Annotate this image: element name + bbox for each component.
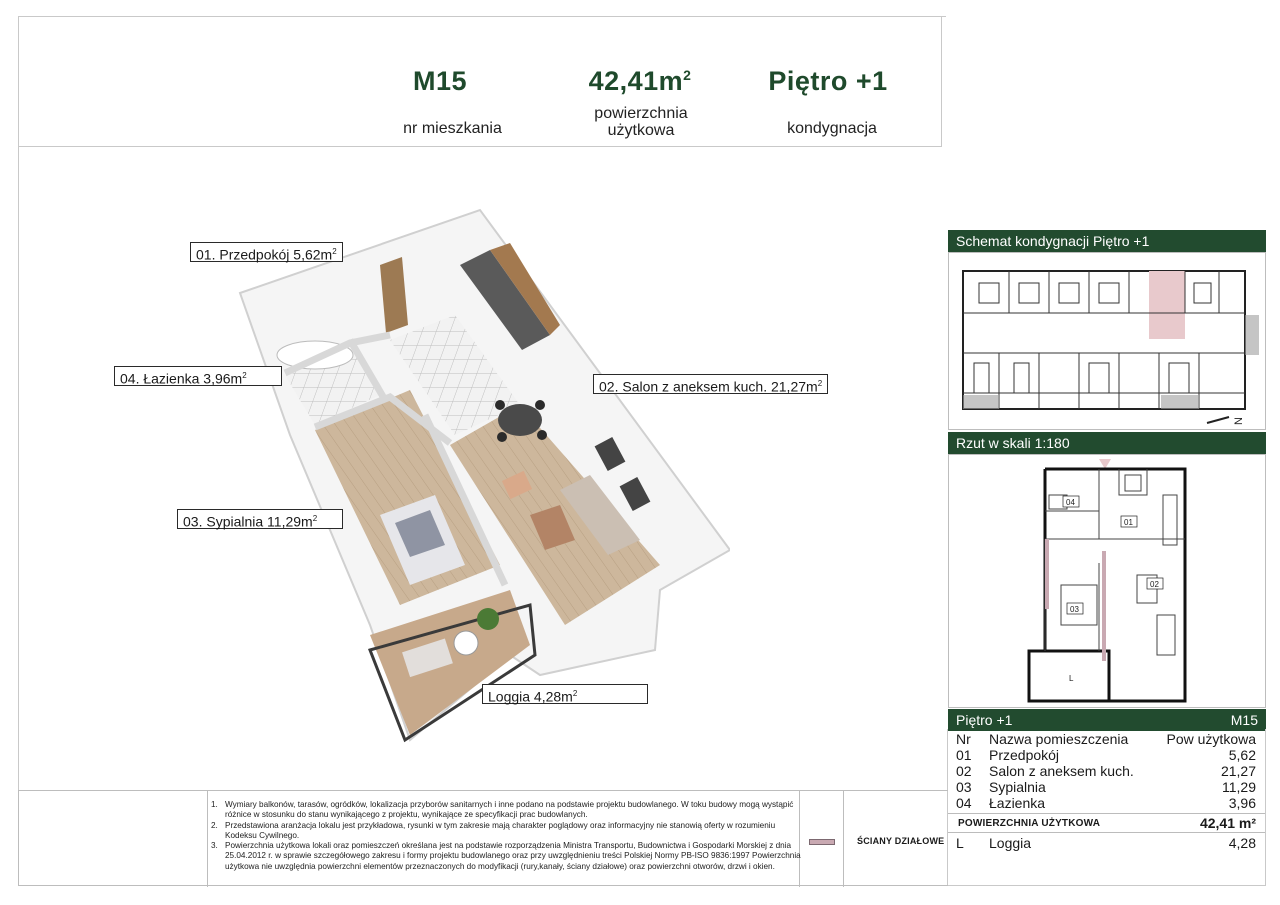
table-row: 02 Salon z aneksem kuch. 21,27	[948, 763, 1266, 779]
note-text: Wymiary balkonów, tarasów, ogródków, lok…	[225, 800, 794, 820]
partition-walls-swatch	[809, 839, 835, 845]
room-table: Nr Nazwa pomieszczenia Pow użytkowa 01 P…	[948, 731, 1266, 851]
floor-value: Piętro +1	[768, 66, 888, 96]
plan-tag-03: 03	[1070, 605, 1079, 614]
table-right-line	[1265, 729, 1266, 886]
compass-letter: N	[1233, 417, 1245, 425]
content-left-line	[18, 146, 19, 790]
sofa	[560, 475, 640, 555]
label-przedpokoj: 01. Przedpokój 5,62m2	[190, 242, 343, 263]
row-nr: L	[956, 835, 964, 851]
kitchen-cabinets	[490, 243, 560, 335]
unit-number: M15	[412, 66, 468, 96]
row-name: Sypialnia	[989, 779, 1046, 795]
note-item: 2. Przedstawiona aranżacja lokalu jest pr…	[211, 821, 801, 842]
note-text: Powierzchnia użytkowa lokali oraz pomies…	[225, 841, 801, 871]
note-number: 3.	[211, 841, 218, 851]
area-label: powierzchnia użytkowa	[580, 105, 702, 139]
partition-walls-label: ŚCIANY DZIAŁOWE	[857, 836, 945, 846]
table-left-line	[947, 729, 948, 886]
row-name: Salon z aneksem kuch.	[989, 763, 1134, 779]
floor-block: Piętro +1	[762, 66, 894, 97]
room-table-header: Nr Nazwa pomieszczenia Pow użytkowa	[948, 731, 1266, 747]
col-area: Pow użytkowa	[1166, 731, 1256, 747]
kitchen-counter	[460, 250, 550, 350]
notes-list: 1. Wymiary balkonów, tarasów, ogródków, l…	[211, 800, 801, 872]
unit-number-label: nr mieszkania	[403, 120, 502, 137]
area-label-line2: użytkowa	[607, 122, 675, 139]
note-item: 3. Powierzchnia użytkowa lokali oraz pomi…	[211, 841, 801, 872]
loggia-lounger	[402, 638, 453, 678]
label-sypialnia: 03. Sypialnia 11,29m2	[177, 509, 343, 530]
footer-divider	[843, 791, 844, 887]
note-number: 1.	[211, 800, 218, 809]
floor-schema-box: N	[948, 252, 1266, 430]
unit-plan-drawing: 04 01 02 03 L	[1027, 459, 1187, 703]
header-top-line	[18, 16, 946, 17]
row-name: Łazienka	[989, 795, 1046, 811]
plan-tag-02: 02	[1150, 580, 1159, 589]
footer-notes-box: 1. Wymiary balkonów, tarasów, ogródków, l…	[18, 790, 948, 887]
unit-plan-box: 04 01 02 03 L	[948, 454, 1266, 708]
row-area: 3,96	[1228, 795, 1256, 811]
hall-wardrobe	[380, 257, 408, 333]
label-lazienka: 04. Łazienka 3,96m2	[114, 366, 282, 387]
schema-title-bar: Schemat kondygnacji Piętro +1	[948, 230, 1266, 252]
area-block: 42,41m2	[580, 66, 700, 97]
row-nr: 03	[956, 779, 972, 795]
row-name: Loggia	[989, 835, 1032, 851]
note-text: Przedstawiona aranżacja lokalu jest przy…	[225, 820, 776, 840]
plan-tag-l: L	[1069, 674, 1074, 683]
table-floor-label: Piętro +1	[956, 712, 1013, 728]
area-value: 42,41m2	[588, 66, 692, 96]
dining-table	[498, 404, 542, 436]
floor-label: kondygnacja	[787, 120, 877, 137]
floor-schema-drawing: N	[962, 270, 1259, 425]
table-title-bar: Piętro +1 M15	[948, 709, 1266, 731]
row-area: 5,62	[1228, 747, 1256, 763]
hall-floor	[390, 315, 520, 435]
table-row-loggia: L Loggia 4,28	[948, 835, 1266, 851]
unit-number-block: M15	[380, 66, 500, 97]
table-row: 04 Łazienka 3,96	[948, 795, 1266, 811]
footer-divider	[799, 791, 800, 887]
table-row: 03 Sypialnia 11,29	[948, 779, 1266, 795]
header-left-line	[18, 16, 19, 146]
row-name: Przedpokój	[989, 747, 1060, 763]
header-right-line	[941, 16, 942, 146]
scale-title-bar: Rzut w skali 1:180	[948, 432, 1266, 454]
label-salon: 02. Salon z aneksem kuch. 21,27m2	[593, 374, 829, 395]
total-area-value: 42,41 m²	[1199, 815, 1256, 831]
note-item: 1. Wymiary balkonów, tarasów, ogródków, l…	[211, 800, 801, 821]
loggia-plant	[477, 608, 499, 630]
table-row: 01 Przedpokój 5,62	[948, 747, 1266, 763]
total-area-label: POWIERZCHNIA UŻYTKOWA	[958, 817, 1101, 829]
row-nr: 04	[956, 795, 972, 811]
row-area: 4,28	[1228, 835, 1256, 851]
table-unit-label: M15	[1230, 712, 1258, 728]
label-loggia: Loggia 4,28m2	[482, 684, 648, 705]
loggia-railing	[368, 603, 537, 743]
plan-tag-04: 04	[1066, 498, 1075, 507]
area-label-line1: powierzchnia	[594, 105, 688, 122]
footer-divider	[207, 791, 208, 887]
note-number: 2.	[211, 820, 218, 830]
col-name: Nazwa pomieszczenia	[989, 731, 1129, 747]
row-nr: 02	[956, 763, 972, 779]
row-area: 11,29	[1222, 779, 1256, 795]
coffee-table	[530, 505, 575, 550]
apartment-3d-render	[238, 208, 730, 743]
loggia-table	[453, 630, 479, 656]
row-area: 21,27	[1220, 763, 1256, 779]
header-bottom-line	[18, 146, 942, 147]
total-area-row: POWIERZCHNIA UŻYTKOWA 42,41 m²	[948, 813, 1266, 833]
plan-tag-01: 01	[1124, 518, 1133, 527]
row-nr: 01	[956, 747, 972, 763]
col-nr: Nr	[956, 731, 971, 747]
table-bottom-line	[948, 885, 1266, 886]
